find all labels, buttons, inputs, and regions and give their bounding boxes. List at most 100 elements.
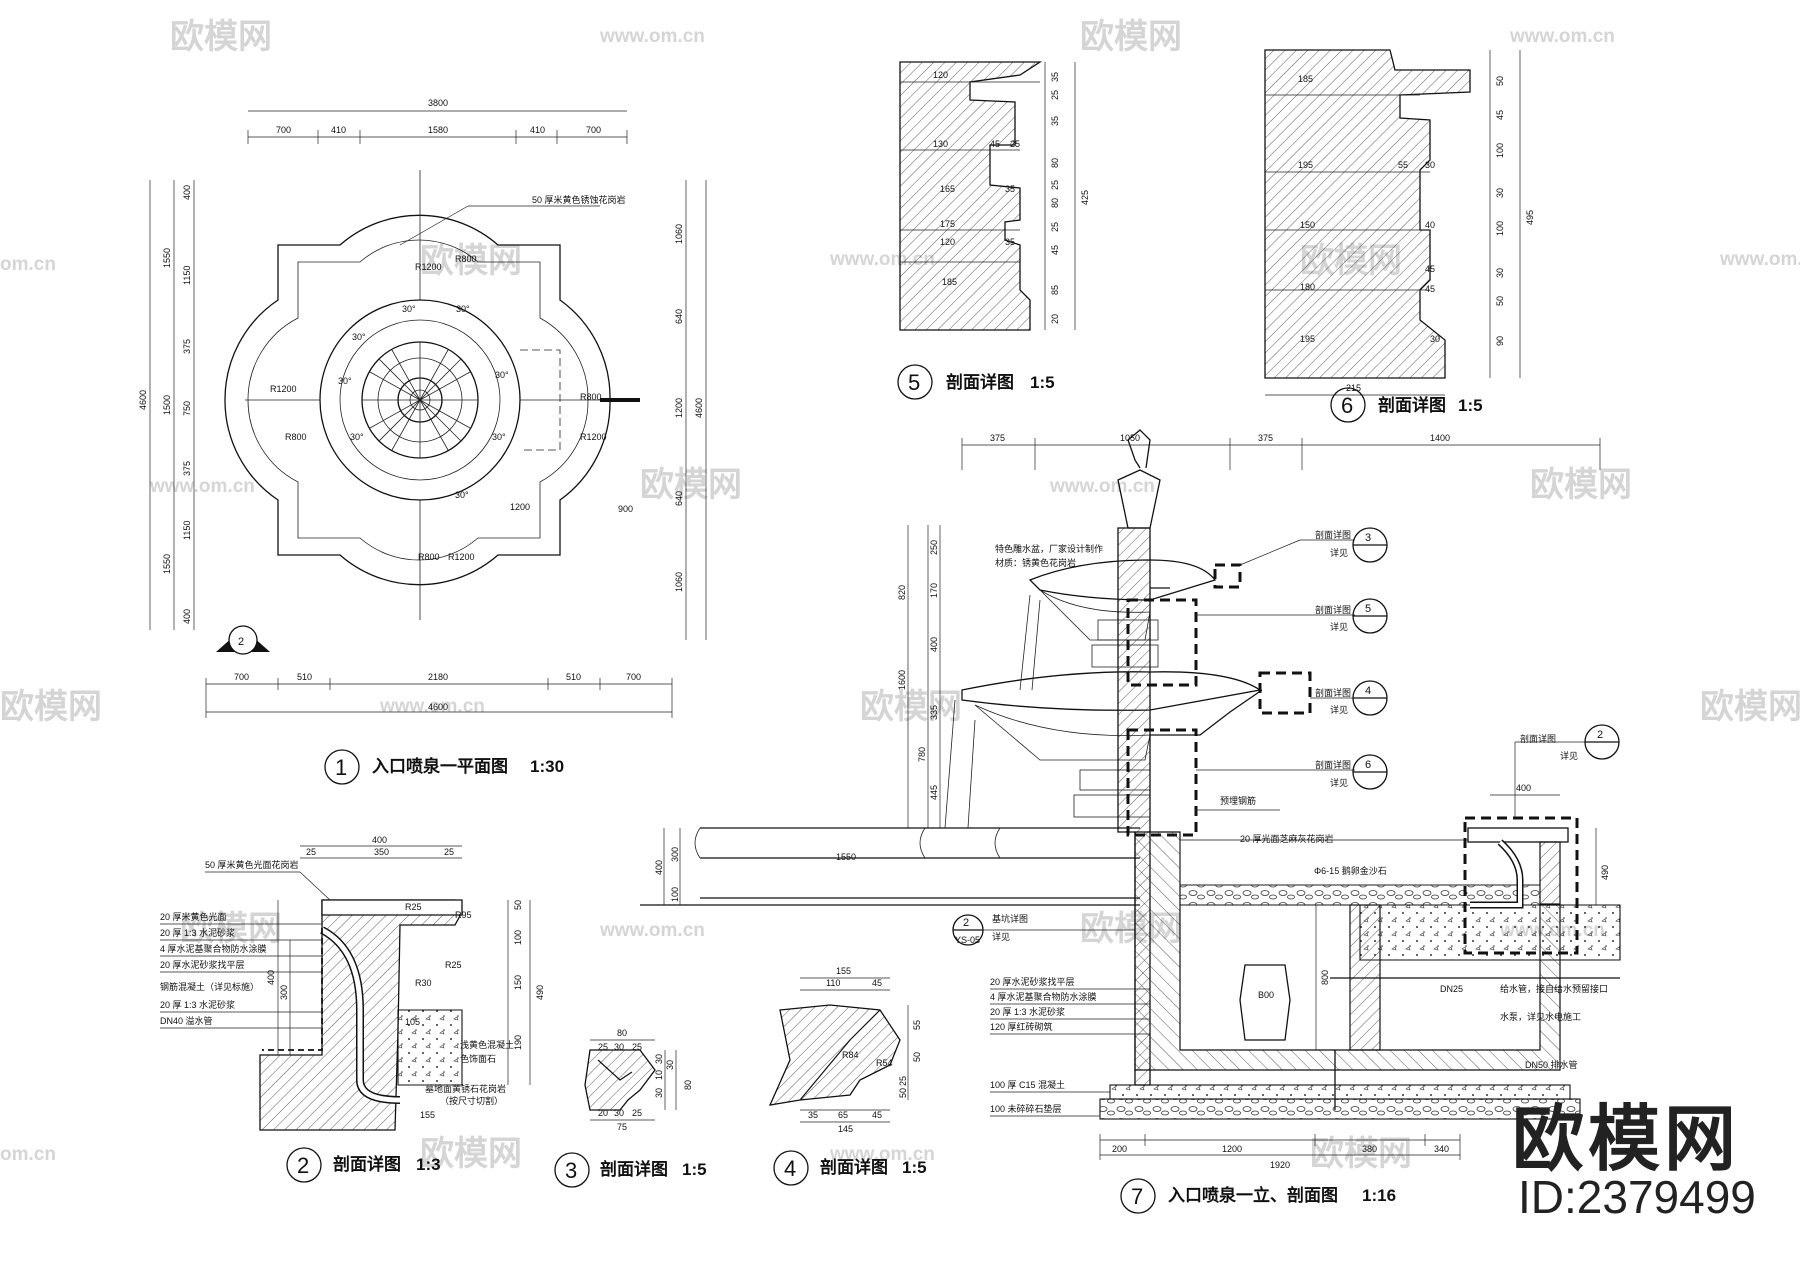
plan-left-dim: 1150 [182, 521, 192, 540]
plan-top-dim: 1580 [428, 125, 448, 135]
plan-angle: 30° [352, 332, 366, 342]
d4-title: 剖面详图 [820, 1157, 888, 1177]
d2-small: 105 [405, 1017, 420, 1027]
d4-dim: 55 [912, 1020, 922, 1030]
elev-bottom-dim: 1200 [1222, 1144, 1242, 1154]
elev-right-note: DN25 [1440, 984, 1463, 994]
callout-label: 剖面详图 [1315, 604, 1351, 615]
plan-right-dim: 1060 [674, 224, 684, 244]
plan-top-dim: 700 [276, 125, 291, 135]
elev-top-dim: 375 [1258, 433, 1273, 443]
d6-height: 50 [1495, 76, 1505, 86]
plan-left-dim: 400 [182, 185, 192, 200]
d6-dim: 195 [1300, 334, 1315, 344]
d5-height: 35 [1050, 72, 1060, 82]
callout-number: 4 [1365, 685, 1371, 697]
elev-bottom-dim: 200 [1112, 1144, 1127, 1154]
d6-dim: 185 [1298, 74, 1313, 84]
d3-dim: 10 [654, 1070, 664, 1080]
detail-6: 185 195 55 30 150 40 180 45 45 195 30 21… [1264, 49, 1535, 423]
elev-pump: B00 [1258, 990, 1274, 1000]
callout-label: 剖面详图 [1315, 529, 1351, 540]
d6-dim: 30 [1430, 334, 1440, 344]
d3-dim: 20 [598, 1108, 608, 1118]
elev-left-dim: 445 [929, 785, 939, 800]
d6-scale: 1:5 [1458, 396, 1483, 415]
watermark-logo: 欧模网 [170, 18, 272, 56]
elev-gravel-note: Φ6-15 鹅卵金沙石 [1314, 865, 1387, 876]
d5-total: 425 [1080, 190, 1090, 205]
d5-dim: 120 [933, 70, 948, 80]
d6-dim: 45 [1425, 284, 1435, 294]
plan-left-total: 4600 [138, 390, 148, 410]
d2-dim: 25 [306, 847, 316, 857]
plan-left-dim: 1150 [182, 266, 192, 285]
d3-dim: 25 [598, 1042, 608, 1052]
watermark-logo: 欧模网 [1530, 466, 1632, 504]
elev-number: 7 [1131, 1184, 1143, 1209]
d2-layer: 钢筋混凝土（详见标施） [160, 981, 259, 992]
elev-left-layer: 20 厚 1:3 水泥砂浆 [990, 1006, 1065, 1017]
d6-dim: 40 [1425, 220, 1435, 230]
elev-left-layer: 20 厚水泥砂浆找平层 [990, 976, 1075, 987]
d3-dim: 30 [614, 1042, 624, 1052]
d2-dim: 350 [374, 847, 389, 857]
d5-height: 45 [1050, 245, 1060, 255]
elev-pool-dim: 400 [654, 860, 664, 875]
watermark-logo: 欧模网 [420, 1135, 522, 1173]
plan-bottom-dim: 2180 [428, 672, 448, 682]
d3-number: 3 [565, 1158, 577, 1183]
plan-left-dim: 1550 [162, 248, 172, 268]
callout-6: 剖面详图 详见 6 [1196, 754, 1388, 790]
d5-dim: 120 [940, 237, 955, 247]
plan-top-dim: 410 [530, 125, 545, 135]
brand-id: ID:2379499 [1518, 1171, 1756, 1223]
plan-inner-dim: 1200 [510, 502, 530, 512]
plan-angle: 30° [495, 370, 509, 380]
callout-label: 详见 [1330, 777, 1348, 788]
d5-dim: 45 [990, 139, 1000, 149]
elev-right-dim: 800 [1320, 970, 1330, 985]
plan-radius: R800 [580, 392, 602, 402]
d3-dim: 75 [617, 1122, 627, 1132]
d4-dim: R84 [842, 1050, 859, 1060]
d5-dim: 35 [1005, 237, 1015, 247]
watermark-url: www.om.cn [1719, 249, 1800, 270]
d2-layer: 20 厚水泥砂浆找平层 [160, 959, 245, 970]
elev-left-dim: 170 [929, 583, 939, 598]
plan-angle: 30° [350, 432, 364, 442]
d3-scale: 1:5 [682, 1160, 707, 1179]
d3-dim: 30 [614, 1108, 624, 1118]
elev-bottom-dim: 340 [1434, 1144, 1449, 1154]
watermark-url: www.om.cn [1509, 26, 1615, 47]
elev-right-note: 水泵，详见水电施工 [1500, 1011, 1581, 1022]
detail-4: 155 110 45 55 50 25 50 35 65 45 145 R84 … [768, 966, 927, 1186]
d2-top-note: 50 厚米黄色光面花岗岩 [205, 859, 299, 870]
d2-number: 2 [297, 1153, 309, 1178]
d4-dim: 50 [912, 1052, 922, 1062]
plan-title: 入口喷泉一平面图 [372, 756, 508, 776]
watermark-logo: 欧模网 [1700, 688, 1800, 726]
plan-top-dim: 410 [331, 125, 346, 135]
plan-angle: 30° [492, 432, 506, 442]
watermark-logo: 欧模网 [420, 242, 522, 280]
plan-radius: R1200 [415, 262, 442, 272]
d3-dim: 25 [632, 1108, 642, 1118]
plan-radius: R800 [285, 432, 307, 442]
watermark-logo: 欧模网 [640, 466, 742, 504]
reference-mark-label: 详见 [992, 931, 1010, 942]
d4-dim: 35 [808, 1110, 818, 1120]
d5-dim: 185 [942, 277, 957, 287]
d5-scale: 1:5 [1030, 373, 1055, 392]
plan-scale: 1:30 [530, 757, 564, 776]
plan-right-dim: 640 [674, 491, 684, 506]
d5-number: 5 [908, 370, 920, 395]
callout-4: 剖面详图 详见 4 [1310, 680, 1388, 716]
d6-title: 剖面详图 [1378, 395, 1446, 415]
d2-right-dim: 100 [513, 930, 523, 945]
watermark-url: www.om.cn [829, 1144, 935, 1165]
plan-section-mark: 2 [238, 636, 244, 648]
d6-height: 30 [1495, 188, 1505, 198]
plan-radius: R1200 [448, 552, 475, 562]
plan-angle: 30° [402, 304, 416, 314]
